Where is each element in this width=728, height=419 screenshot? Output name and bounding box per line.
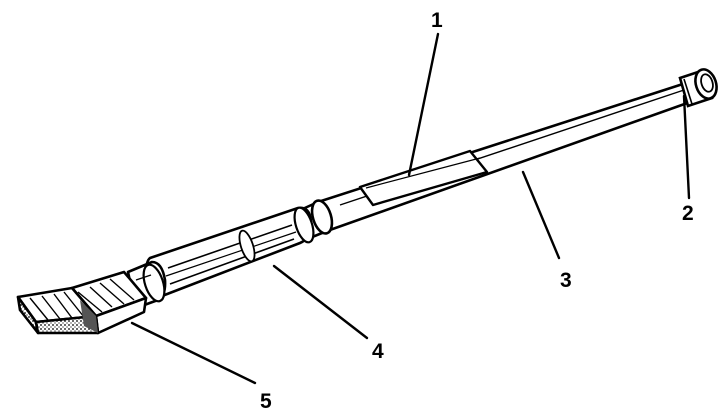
ferrule	[126, 260, 167, 310]
leader-line-4	[272, 264, 369, 340]
brush-head	[16, 270, 148, 335]
leader-lines	[130, 32, 691, 385]
handle-grip	[144, 206, 315, 298]
callout-2: 2	[682, 202, 694, 225]
callout-1: 1	[431, 9, 443, 32]
leader-line-5	[130, 321, 257, 385]
callout-3: 3	[560, 269, 572, 292]
end-cap	[678, 68, 718, 108]
extension-pole	[316, 81, 695, 233]
callout-5: 5	[260, 390, 272, 413]
callout-4: 4	[372, 340, 384, 363]
leader-line-3	[521, 170, 561, 260]
label-plate	[358, 149, 489, 207]
leader-line-2	[682, 94, 691, 200]
leader-line-1	[407, 32, 440, 177]
